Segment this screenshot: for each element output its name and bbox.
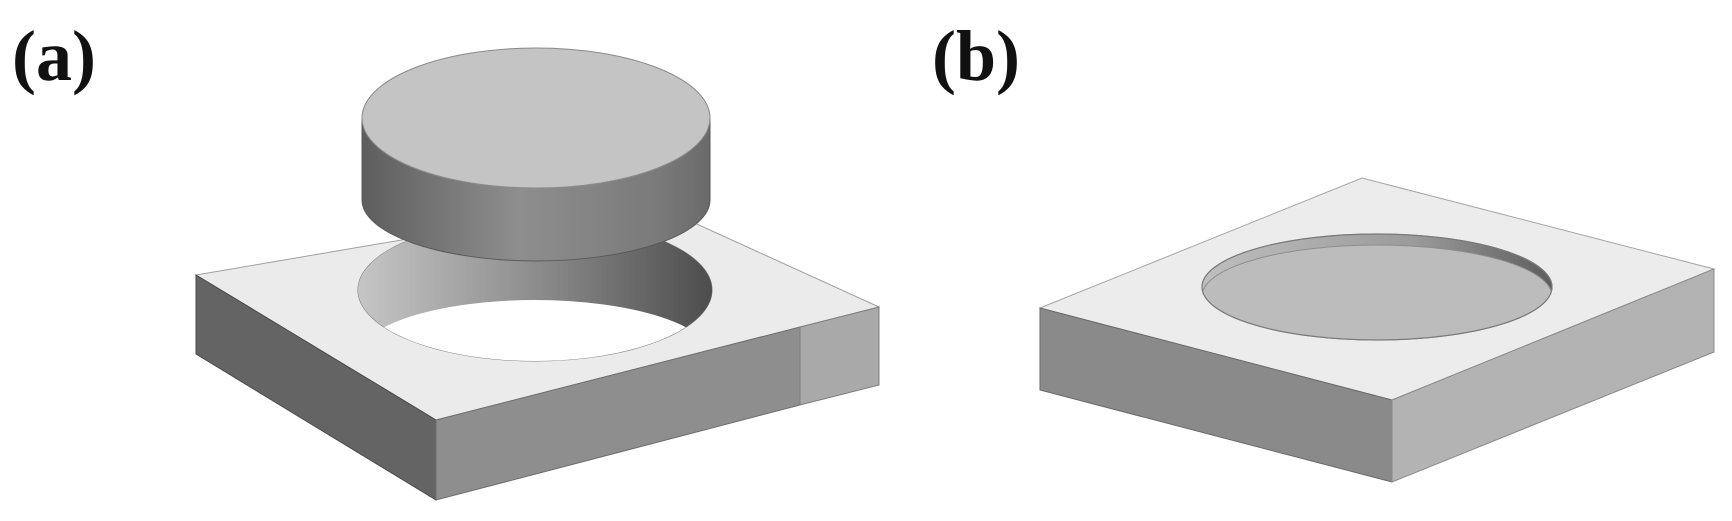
recess-wall (1202, 234, 1552, 340)
panel-a-diagram (194, 47, 881, 501)
panel-label-b: (b) (932, 16, 1020, 96)
disc-top-face (361, 47, 711, 189)
panel-label-a: (a) (12, 16, 96, 96)
panel-b-diagram (1038, 177, 1716, 483)
plate-with-hole (194, 198, 881, 501)
plate-right-face (1391, 268, 1715, 483)
plate-right-face (799, 306, 880, 406)
plate-with-recess (1038, 177, 1716, 483)
recess-rim (1201, 233, 1553, 341)
floating-disc (361, 47, 711, 262)
